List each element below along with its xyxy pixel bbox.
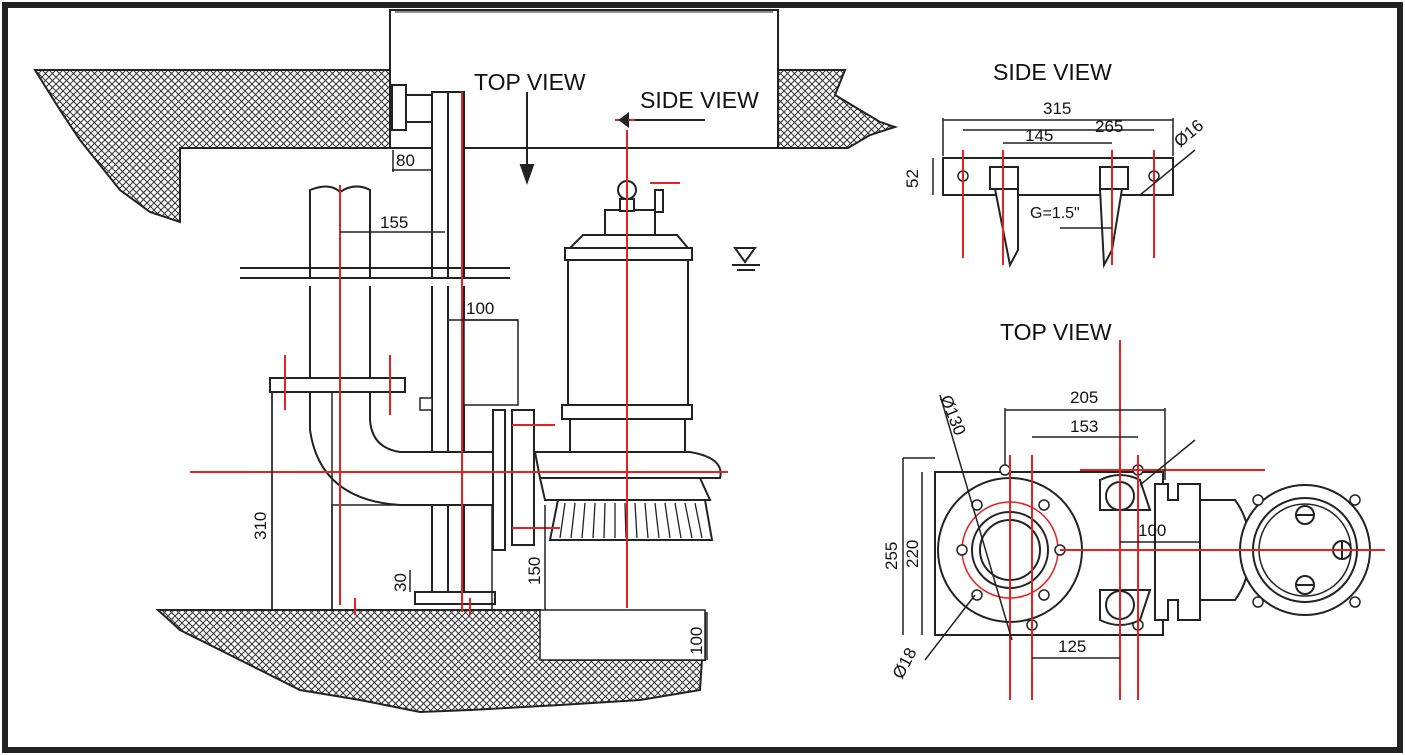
side-view: SIDE VIEW 315 265 145 Ø16 52 G=1.5" (903, 59, 1207, 269)
side-view-plate (942, 157, 1174, 196)
side-view-arrow-label: SIDE VIEW (640, 87, 759, 113)
top-view-arrow-label: TOP VIEW (474, 69, 586, 95)
dim-flange-dia: Ø130 (936, 392, 969, 438)
dim-hole-spacing: 265 (1095, 117, 1123, 136)
dim-plate-height: 52 (903, 169, 922, 188)
dim-overall-width: 315 (1043, 99, 1071, 118)
dim-rail-offset: 100 (1138, 521, 1166, 540)
top-view: TOP VIEW (882, 319, 1385, 700)
pipe-flange (269, 377, 406, 393)
dim-rail-spacing: 145 (1025, 126, 1053, 145)
dim-flange-width: 205 (1070, 388, 1098, 407)
guide-rail-1 (431, 91, 449, 603)
rail-base (414, 591, 496, 605)
view-arrows (519, 92, 705, 186)
upper-ground-right (777, 69, 899, 149)
dim-floor-thickness: 100 (687, 627, 706, 655)
dim-guide-offset: 100 (466, 299, 494, 318)
discharge-pipe (309, 185, 501, 506)
dim-overall-height: 255 (882, 542, 901, 570)
top-view-title: TOP VIEW (1000, 319, 1112, 345)
rail-bracket (391, 84, 407, 131)
dim-hole-dia: Ø16 (1170, 116, 1207, 151)
side-view-title: SIDE VIEW (993, 59, 1112, 85)
dim-bolt-hole-dia: Ø18 (889, 645, 921, 682)
dim-inlet-height: 150 (525, 557, 544, 585)
dim-bolt-spacing: 220 (903, 540, 922, 568)
dim-hole-offset: 125 (1058, 637, 1086, 656)
dim-cover-offset: 80 (396, 151, 415, 170)
installation-view: TOP VIEW SIDE VIEW 80 155 100 310 30 150… (33, 9, 899, 714)
water-level-icon (732, 247, 760, 271)
dim-outlet-height: 310 (251, 512, 270, 540)
dim-base-plate: 30 (391, 573, 410, 592)
dim-pipe-spacing: 155 (380, 213, 408, 232)
dim-rail-centers: 153 (1070, 417, 1098, 436)
dim-thread: G=1.5" (1030, 205, 1080, 222)
